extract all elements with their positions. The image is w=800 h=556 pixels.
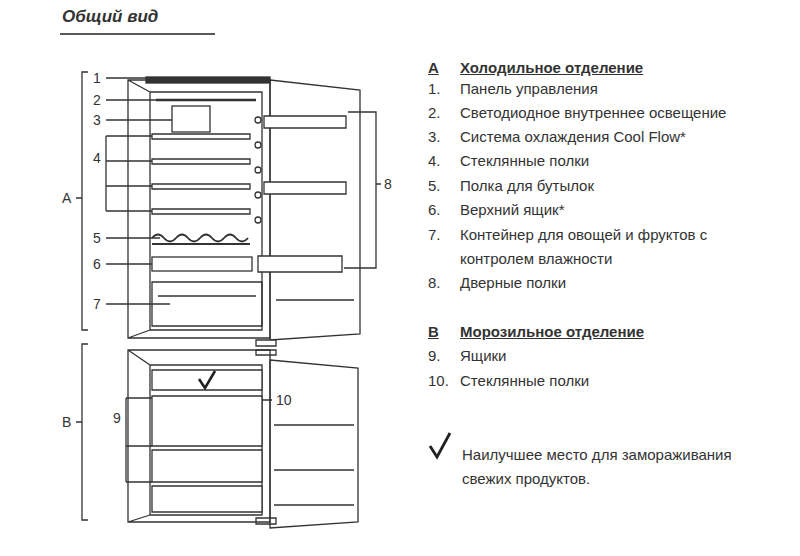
- callout-number: 7: [93, 296, 101, 312]
- callout-number: 6: [93, 256, 101, 272]
- list-number: 10.: [428, 369, 449, 393]
- upper-drawer: [152, 257, 252, 271]
- section-letter: B: [428, 320, 439, 344]
- freezer-drawers: [152, 370, 262, 512]
- checkmark-symbol: [430, 433, 450, 457]
- freezer-door: [270, 360, 358, 528]
- list-text: Стеклянные полки: [460, 369, 589, 393]
- callout-number: 10: [276, 392, 292, 408]
- fridge-cabinet: [128, 80, 270, 338]
- checkmark-symbol: [199, 371, 215, 388]
- leader-lines: [126, 398, 272, 482]
- callout-number: 3: [93, 112, 101, 128]
- led-light: [156, 99, 256, 102]
- list-text: Полка для бутылок: [460, 174, 594, 198]
- list-number: 5.: [428, 174, 441, 198]
- list-number: 3.: [428, 125, 441, 149]
- list-number: 9.: [428, 344, 441, 368]
- shelf-supports: [255, 117, 261, 223]
- bracket-line: [344, 112, 381, 268]
- section-letter: B: [62, 414, 71, 430]
- section-letter: A: [62, 190, 71, 206]
- list-number: 7.: [428, 223, 441, 247]
- bottle-rack: [152, 235, 250, 245]
- list-text: Панель управления: [460, 77, 598, 101]
- list-text: Система охлаждения Cool Flow*: [460, 125, 686, 149]
- freezer-cabinet: [128, 350, 270, 522]
- control-panel: [146, 77, 270, 83]
- legend-text: Наилучшее место для замораживания свежих…: [462, 443, 777, 491]
- callout-number: 5: [93, 230, 101, 246]
- callout-number: 9: [113, 410, 121, 426]
- list-number: 6.: [428, 198, 441, 222]
- callout-number: 1: [93, 70, 101, 86]
- list-text: Верхний ящик*: [460, 198, 564, 222]
- list-text: Контейнер для овощей и фруктов с контрол…: [460, 223, 760, 271]
- list-text: Ящики: [460, 344, 507, 368]
- fridge-drawing: [60, 34, 381, 528]
- list-number: 8.: [428, 271, 441, 295]
- leader-lines: [106, 78, 172, 304]
- cool-flow-unit: [172, 106, 210, 132]
- list-number: 1.: [428, 77, 441, 101]
- section-letter: A: [428, 56, 439, 80]
- page-title: Общий вид: [62, 6, 158, 28]
- list-text: Стеклянные полки: [460, 149, 589, 173]
- list-number: 4.: [428, 149, 441, 173]
- glass-shelves: [152, 134, 250, 214]
- section-bracket: [76, 72, 88, 520]
- callout-number: 4: [93, 150, 101, 166]
- title-underline: [60, 33, 215, 34]
- door-shelves: [258, 116, 354, 300]
- section-heading: Морозильное отделение: [460, 320, 644, 344]
- callout-number: 2: [93, 92, 101, 108]
- list-number: 2.: [428, 101, 441, 125]
- list-text: Дверные полки: [460, 271, 566, 295]
- callout-number: 8: [384, 176, 392, 192]
- list-text: Светодиодное внутреннее освещение: [460, 101, 726, 125]
- section-heading: Холодильное отделение: [460, 56, 643, 80]
- legend-checkmark: [426, 430, 454, 462]
